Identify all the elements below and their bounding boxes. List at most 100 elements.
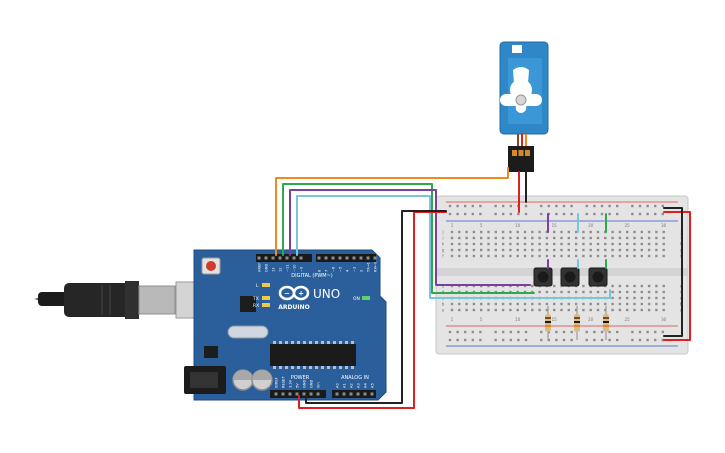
- led-rx-label: RX: [253, 303, 259, 309]
- digital-pin-RX←0[interactable]: [373, 256, 377, 260]
- analog-pin-label: A0: [336, 383, 340, 388]
- servo-connector[interactable]: [508, 146, 534, 172]
- wire-gnd-rail[interactable]: [305, 210, 447, 404]
- column-number: 20: [588, 223, 594, 228]
- digital-pin-label: ~5: [339, 267, 343, 272]
- digital-pin-label: TX→1: [367, 262, 371, 273]
- servo-motor[interactable]: [499, 41, 549, 172]
- power-pin-3.3V[interactable]: [288, 392, 292, 396]
- digital-pin-4[interactable]: [345, 256, 349, 260]
- wires[interactable]: [275, 167, 691, 409]
- wire-rail-jumper-ground[interactable]: [663, 207, 683, 337]
- power-pin-label: GND: [303, 380, 307, 388]
- digital-pin-GND[interactable]: [264, 256, 268, 260]
- digital-pin-2[interactable]: [359, 256, 363, 260]
- power-pin-5V[interactable]: [295, 392, 299, 396]
- power-pin-GND[interactable]: [309, 392, 313, 396]
- digital-pin-label: ~11: [286, 264, 290, 272]
- digital-pin-label: 12: [279, 267, 283, 272]
- digital-pin-8[interactable]: [317, 256, 321, 260]
- digital-pin-~10[interactable]: [292, 256, 296, 260]
- breadboard-holes[interactable]: [448, 204, 665, 342]
- crystal-oscillator: [227, 325, 269, 339]
- column-number: 30: [661, 317, 667, 322]
- digital-header-left[interactable]: [256, 254, 312, 262]
- led-rx: [262, 303, 270, 307]
- analog-pin-A0[interactable]: [335, 392, 339, 396]
- digital-pin-label: ~10: [293, 264, 297, 272]
- resistor-1[interactable]: [545, 306, 551, 340]
- analog-header[interactable]: [332, 390, 376, 398]
- chip-pins: [273, 341, 354, 369]
- microcontroller-chip: [270, 344, 356, 366]
- resistor-2[interactable]: [574, 306, 580, 340]
- analog-pin-A1[interactable]: [342, 392, 346, 396]
- analog-pin-label: A5: [371, 383, 375, 388]
- row-letter: f: [442, 254, 444, 259]
- power-pin-label: GND: [310, 380, 314, 388]
- wire-button-3-signal[interactable]: [296, 195, 611, 299]
- digital-header-pins[interactable]: [257, 256, 377, 260]
- usb-interface-chip: [240, 296, 256, 312]
- column-number: 10: [515, 317, 521, 322]
- digital-pin-13[interactable]: [271, 256, 275, 260]
- wire-button-1-signal[interactable]: [282, 183, 535, 294]
- power-header-pins[interactable]: [274, 392, 320, 396]
- column-number: 10: [515, 223, 521, 228]
- digital-pin-label: 2: [360, 270, 364, 272]
- power-pin-RESET[interactable]: [281, 392, 285, 396]
- digital-pin-~3[interactable]: [352, 256, 356, 260]
- analog-pin-A4[interactable]: [363, 392, 367, 396]
- power-pin-Vin[interactable]: [316, 392, 320, 396]
- led-l: [262, 283, 270, 287]
- pushbutton-3[interactable]: [588, 267, 608, 287]
- pushbutton-2[interactable]: [560, 267, 580, 287]
- wire-rail-jumper-power[interactable]: [663, 211, 691, 341]
- power-pin-label: Vin: [317, 382, 321, 388]
- analog-header-label: ANALOG IN: [341, 375, 369, 381]
- analog-pin-A5[interactable]: [370, 392, 374, 396]
- digital-pin-label: 8: [318, 269, 322, 272]
- reset-button-cap[interactable]: [206, 261, 216, 271]
- servo-screw-icon: [515, 94, 527, 106]
- row-letter: g: [442, 248, 445, 253]
- power-pin-GND[interactable]: [302, 392, 306, 396]
- analog-pin-A2[interactable]: [349, 392, 353, 396]
- digital-pin-TX→1[interactable]: [366, 256, 370, 260]
- wire-button-2-signal[interactable]: [289, 189, 531, 286]
- wire-servo-signal[interactable]: [275, 167, 509, 256]
- digital-pin-~11[interactable]: [285, 256, 289, 260]
- digital-pin-~5[interactable]: [338, 256, 342, 260]
- arduino-logo: − +: [278, 285, 310, 301]
- power-pin-IOREF[interactable]: [274, 392, 278, 396]
- led-tx: [262, 296, 270, 300]
- digital-pin-~9[interactable]: [299, 256, 303, 260]
- row-letter: i: [442, 236, 443, 241]
- digital-pin-label: ~3: [353, 267, 357, 272]
- analog-pin-label: A2: [350, 383, 354, 388]
- column-number: 25: [625, 223, 631, 228]
- digital-pin-12[interactable]: [278, 256, 282, 260]
- row-letter: j: [679, 230, 681, 235]
- analog-pin-A3[interactable]: [356, 392, 360, 396]
- analog-pin-label: A1: [343, 383, 347, 388]
- analog-header-pins[interactable]: [335, 392, 374, 396]
- arduino-model-text: UNO: [313, 287, 340, 301]
- digital-pin-7[interactable]: [324, 256, 328, 260]
- usb-cable[interactable]: [34, 281, 217, 319]
- analog-pin-label: A3: [357, 383, 361, 388]
- digital-pin-label: ~9: [300, 266, 304, 272]
- digital-pin-AREF[interactable]: [257, 256, 261, 260]
- digital-pin-label: AREF: [258, 263, 262, 272]
- row-letter: b: [442, 302, 445, 307]
- svg-text:+: +: [298, 290, 304, 298]
- pushbutton-1[interactable]: [533, 267, 553, 287]
- resistor-3[interactable]: [603, 306, 609, 340]
- voltage-regulator: [204, 346, 218, 358]
- digital-pin-~6[interactable]: [331, 256, 335, 260]
